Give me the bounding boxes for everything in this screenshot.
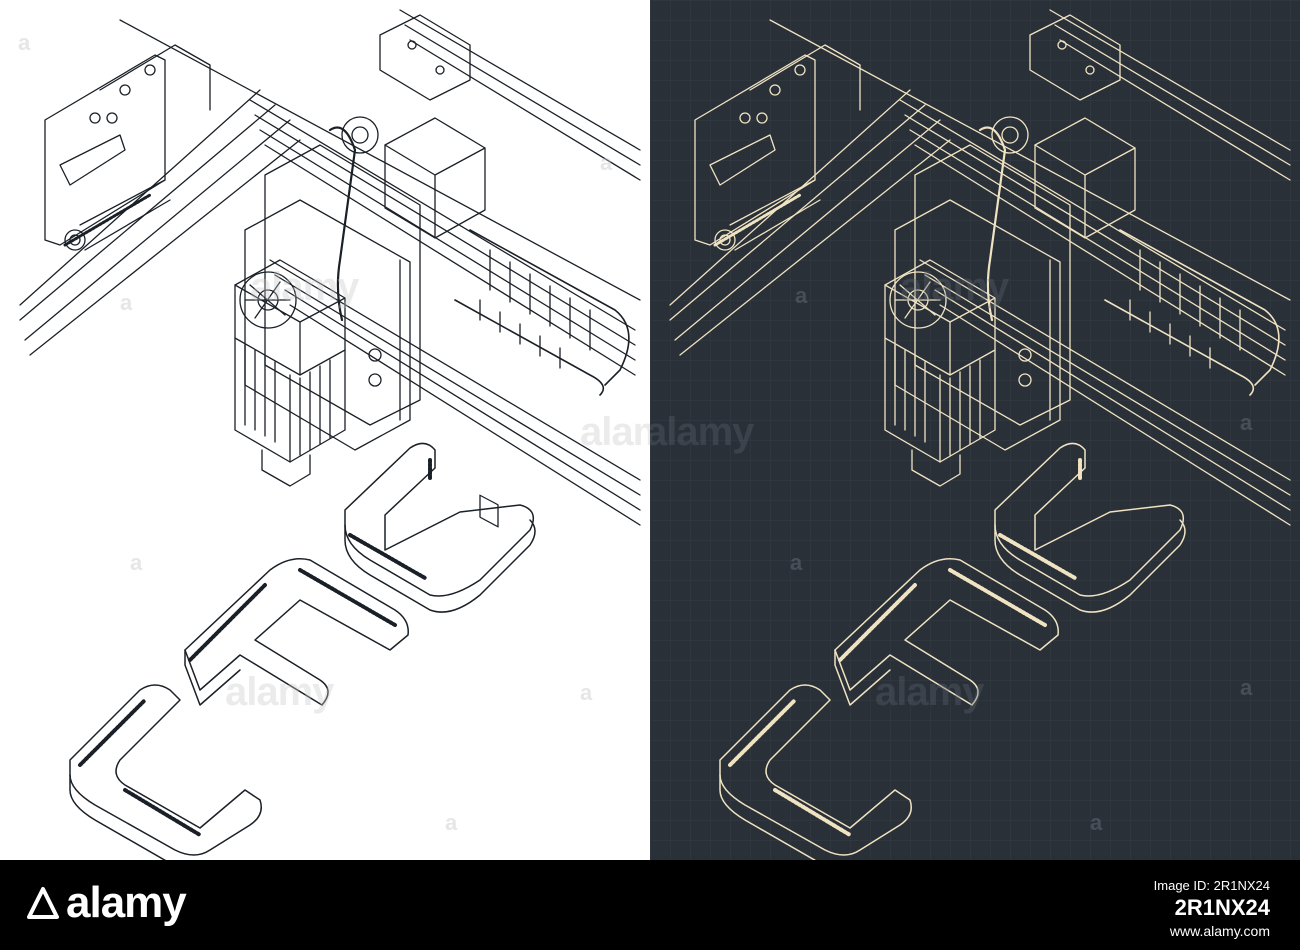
watermark-mark: a — [120, 290, 133, 315]
brand-logo-text: alamy — [66, 878, 187, 927]
stock-footer-bar: alamy Image ID: 2R1NX24 2R1NX24 www.alam… — [0, 860, 1300, 950]
watermark-text: alamy — [650, 410, 754, 454]
watermark-mark: a — [445, 810, 458, 835]
watermark-text: alamy — [900, 265, 1009, 309]
watermark-mark: a — [1240, 675, 1253, 700]
watermark-text: alamy — [580, 410, 650, 454]
dark-cnc-drawing — [650, 0, 1300, 860]
watermark-mark: a — [600, 150, 613, 175]
alamy-logo-icon — [27, 887, 59, 919]
image-meta: Image ID: 2R1NX24 2R1NX24 www.alamy.com — [1154, 878, 1270, 939]
watermark-mark: a — [1240, 410, 1253, 435]
dark-drawing-panel: alamy alamy alamy a a a a a — [650, 0, 1300, 860]
image-id-label: Image ID: 2R1NX24 — [1153, 878, 1270, 893]
light-cnc-drawing — [19, 9, 641, 860]
image-id: 2R1NX24 — [1174, 895, 1270, 920]
watermark-text: alamy — [875, 670, 984, 714]
illustration-stage: alamy alamy alamy a a a a a a — [0, 0, 1300, 860]
watermark-mark: a — [1090, 810, 1103, 835]
watermark-text: alamy — [225, 670, 334, 714]
site-url[interactable]: www.alamy.com — [1169, 923, 1270, 939]
watermark-mark: a — [790, 550, 803, 575]
watermark-mark: a — [580, 680, 593, 705]
watermark-mark: a — [130, 550, 143, 575]
watermark-text: alamy — [250, 265, 359, 309]
watermark-mark: a — [18, 30, 31, 55]
watermark-mark: a — [795, 283, 808, 308]
light-drawing-panel: alamy alamy alamy a a a a a a — [0, 0, 650, 860]
